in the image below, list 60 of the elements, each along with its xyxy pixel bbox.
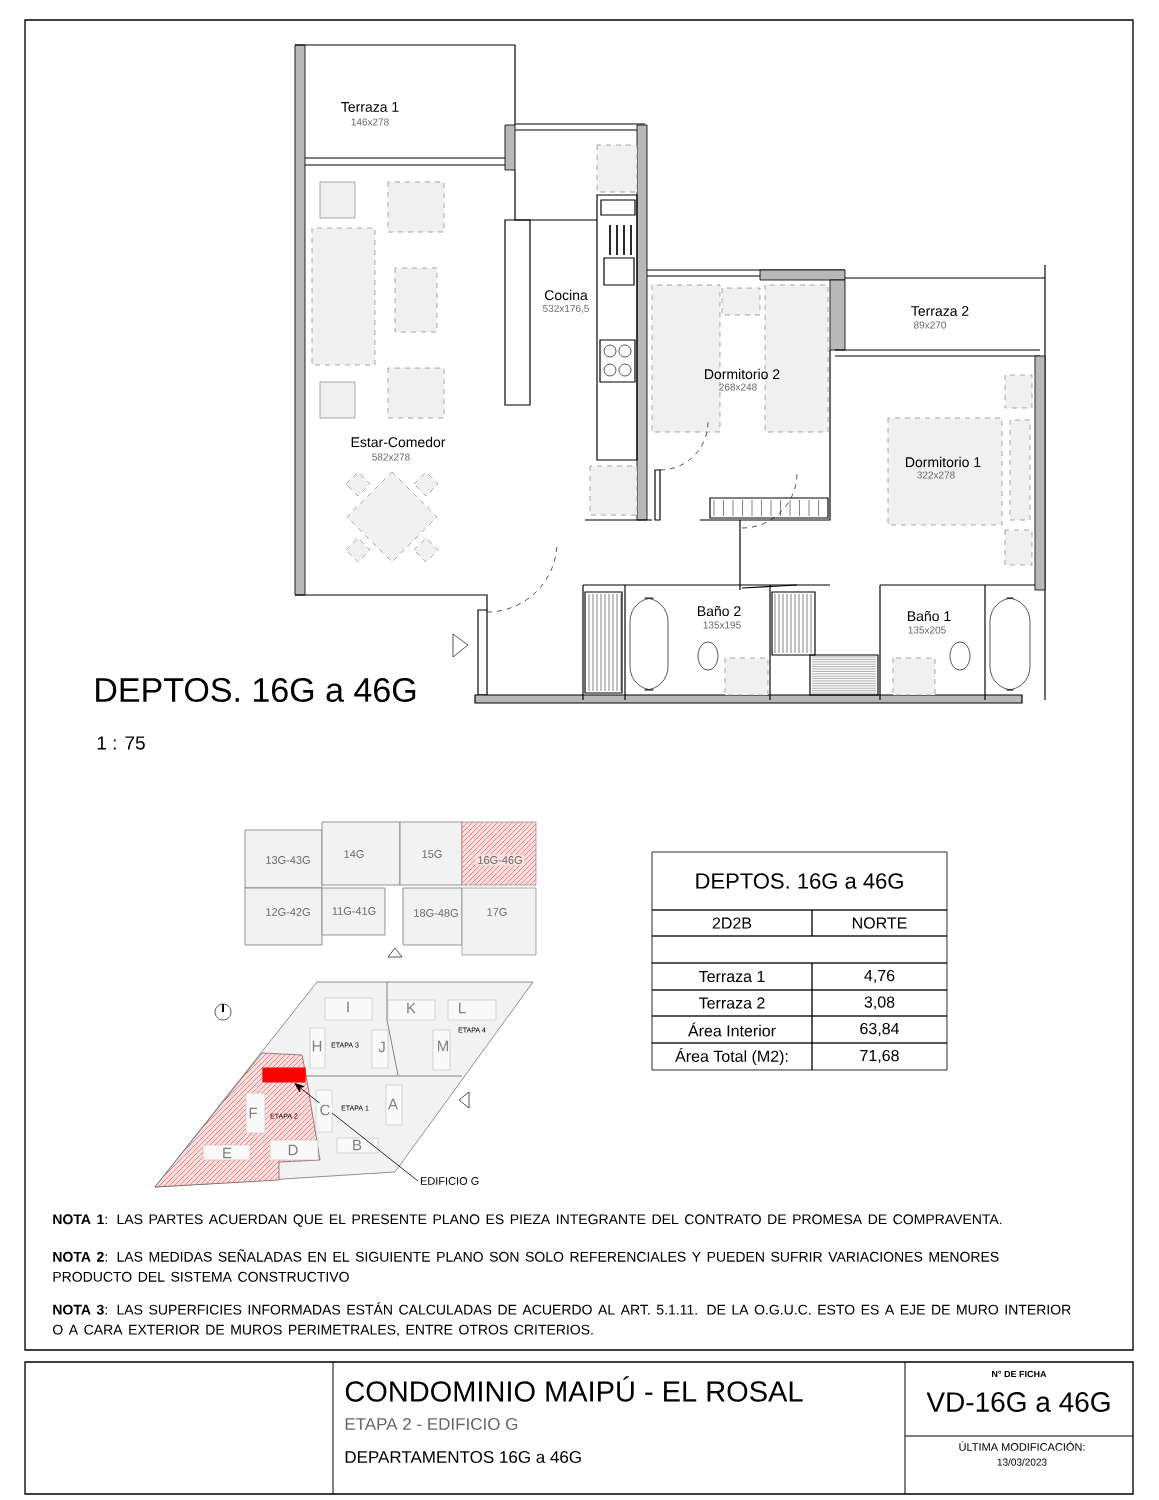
room-dimensions: 582x278 <box>372 453 410 461</box>
callout-label: EDIFICIO G <box>420 1177 479 1185</box>
field-label: ÚLTIMA MODIFICACIÓN: <box>959 1441 1085 1451</box>
room-name: Estar-Comedor <box>351 436 446 448</box>
leader-line <box>294 1083 419 1182</box>
building-letter: F <box>249 1107 257 1119</box>
room-name: Terraza 1 <box>341 102 399 112</box>
room-name: Baño 2 <box>697 605 741 617</box>
room-dimensions: 89x270 <box>914 321 946 329</box>
unit-label: 13G-43G <box>266 856 310 864</box>
table-cell: 63,84 <box>811 1015 948 1044</box>
note-text: NOTA 3: LAS SUPERFICIES INFORMADAS ESTÁN CALCULADAS DE ACUERDO AL ART. 5.1.11. DE LA O.G.U.C. ESTO ES A EJE DE MURO INTERIOR O A CARA EXTERIOR DE MUROS PERIMETRALES, ENTRE OTROS CRITERIOS. <box>53 1302 1071 1337</box>
room-name: Dormitorio 1 <box>906 456 981 468</box>
unit-label: 12G-42G <box>266 908 310 916</box>
table-cell: Área Interior <box>651 1015 813 1044</box>
project-title: CONDOMINIO MAIPÚ - EL ROSAL <box>345 1376 803 1402</box>
table-cell: 4,76 <box>811 962 948 991</box>
date-label: 13/03/2023 <box>997 1458 1047 1466</box>
project-subtitle: ETAPA 2 - EDIFICIO G <box>345 1418 518 1430</box>
room-dimensions: 146x278 <box>351 118 389 126</box>
building-letter: L <box>459 1002 466 1014</box>
building-letter: E <box>223 1147 232 1159</box>
room-name: Baño 1 <box>907 610 951 622</box>
unit-label: 18G-48G <box>414 909 458 917</box>
building-letter: M <box>438 1040 448 1052</box>
table-cell: NORTE <box>811 909 948 937</box>
table-cell: Terraza 2 <box>651 989 813 1017</box>
building-letter: K <box>407 1002 416 1014</box>
table-cell: 3,08 <box>811 989 948 1017</box>
building-letter: I <box>347 1001 349 1013</box>
sheet-number: VD-16G a 46G <box>926 1392 1110 1412</box>
table-cell: DEPTOS. 16G a 46G <box>651 851 948 911</box>
room-name: Dormitorio 2 <box>705 368 780 380</box>
unit-label: 16G-46G <box>475 854 525 866</box>
unit-label: 11G-41G <box>332 907 376 915</box>
building-letter: H <box>312 1040 322 1052</box>
room-dimensions: 322x278 <box>917 471 955 479</box>
project-subtitle: DEPARTAMENTOS 16G a 46G <box>345 1451 581 1463</box>
unit-label: 17G <box>487 908 507 916</box>
building-letter: A <box>388 1098 398 1110</box>
room-name: Terraza 2 <box>911 306 969 316</box>
room-dimensions: 532x176,5 <box>543 304 589 314</box>
table-cell: 71,68 <box>811 1042 948 1071</box>
note-text: NOTA 2: LAS MEDIDAS SEÑALADAS EN EL SIGUIENTE PLANO SON SOLO REFERENCIALES Y PUEDEN SUFRIR VARIACIONES MENORES PRODUCTO DEL SISTEMA CONSTRUCTIVO <box>53 1249 999 1282</box>
note-text: NOTA 1: LAS PARTES ACUERDAN QUE EL PRESENTE PLANO ES PIEZA INTEGRANTE DEL CONTRATO DE PROMESA DE COMPRAVENTA. <box>53 1214 1002 1227</box>
building-letter: B <box>353 1139 362 1151</box>
table-cell: Área Total (M2): <box>651 1042 813 1071</box>
unit-label: 14G <box>344 850 364 858</box>
unit-label: 15G <box>422 850 442 858</box>
room-dimensions: 135x195 <box>703 621 741 629</box>
room-dimensions: 135x205 <box>908 626 946 634</box>
building-letter: D <box>288 1144 298 1156</box>
room-name: Cocina <box>544 289 588 301</box>
plan-title: DEPTOS. 16G a 46G <box>96 678 416 703</box>
scale-label: 1 : 75 <box>97 736 145 750</box>
table-cell: Terraza 1 <box>651 962 813 991</box>
room-dimensions: 268x248 <box>719 383 757 391</box>
field-label: N° DE FICHA <box>992 1370 1047 1378</box>
table-cell: 2D2B <box>651 909 813 937</box>
building-letter: J <box>378 1041 385 1053</box>
